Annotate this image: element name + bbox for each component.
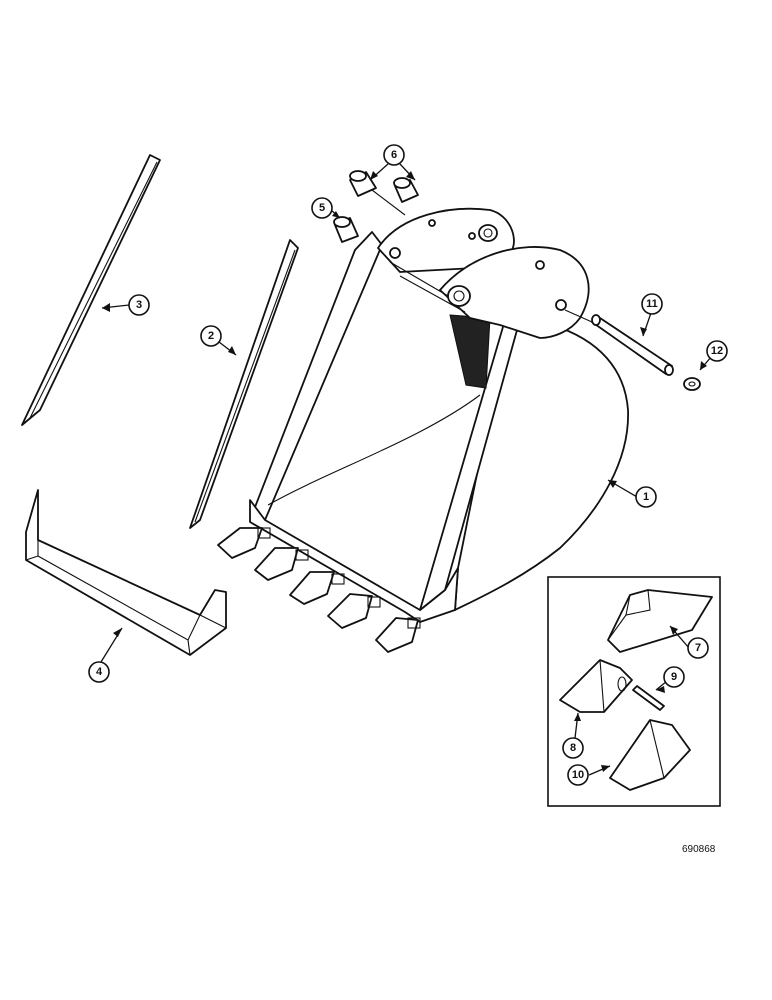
callout-4: 4 bbox=[88, 661, 110, 683]
callout-label: 12 bbox=[711, 345, 723, 357]
side-cutter-2 bbox=[189, 239, 299, 529]
callout-3: 3 bbox=[128, 294, 150, 316]
retaining-pin-9 bbox=[632, 685, 665, 711]
tooth-point-7 bbox=[607, 589, 713, 653]
callout-11: 11 bbox=[641, 293, 663, 315]
callout-label: 6 bbox=[391, 149, 397, 161]
callout-label: 4 bbox=[96, 666, 103, 678]
adapter-8 bbox=[559, 659, 633, 713]
callout-label: 10 bbox=[572, 769, 584, 781]
callout-12: 12 bbox=[706, 340, 728, 362]
bushings-6 bbox=[349, 170, 419, 216]
bucket-body-1 bbox=[249, 207, 629, 623]
callout-label: 5 bbox=[319, 202, 325, 214]
callout-7: 7 bbox=[687, 637, 709, 659]
callout-label: 2 bbox=[208, 330, 214, 342]
callout-6: 6 bbox=[383, 144, 405, 166]
tooth-cap-10 bbox=[609, 719, 691, 791]
bushing-5 bbox=[333, 216, 359, 243]
callout-2: 2 bbox=[200, 325, 222, 347]
tooth-detail-inset bbox=[547, 576, 721, 807]
callout-1: 1 bbox=[635, 486, 657, 508]
wear-plate-4 bbox=[25, 489, 227, 656]
callout-label: 3 bbox=[136, 299, 142, 311]
callout-8: 8 bbox=[562, 737, 584, 759]
leader-lines bbox=[100, 163, 718, 776]
bucket-teeth bbox=[217, 527, 421, 653]
callout-label: 1 bbox=[643, 491, 649, 503]
side-cutter-3 bbox=[21, 154, 161, 426]
callout-5: 5 bbox=[311, 197, 333, 219]
washer-12 bbox=[683, 377, 701, 391]
callout-10: 10 bbox=[567, 764, 589, 786]
document-id: 690868 bbox=[682, 844, 716, 855]
callout-label: 11 bbox=[646, 298, 658, 310]
callout-9: 9 bbox=[663, 666, 685, 688]
callout-label: 9 bbox=[671, 671, 677, 683]
callout-label: 8 bbox=[570, 742, 576, 754]
callout-label: 7 bbox=[695, 642, 701, 654]
pivot-pin-11 bbox=[564, 309, 674, 376]
